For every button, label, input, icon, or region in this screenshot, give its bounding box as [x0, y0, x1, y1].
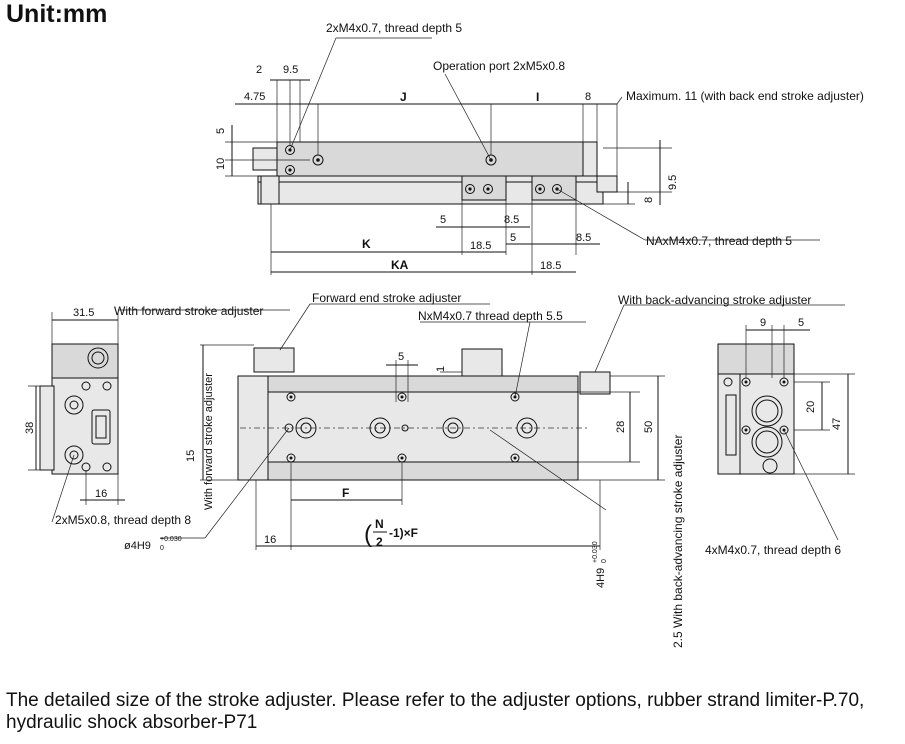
- dim-20: 20: [805, 401, 817, 413]
- callout-with-forward-adjuster: With forward stroke adjuster: [114, 304, 263, 318]
- svg-text:(: (: [364, 521, 372, 548]
- formula-n-over-2: ( N 2 -1)×F: [364, 517, 418, 549]
- dim-18-5-b: 18.5: [540, 260, 561, 272]
- dim-9-5-right: 9.5: [667, 175, 679, 190]
- dim-f: F: [342, 486, 349, 500]
- dim-8-5-b: 8.5: [576, 232, 591, 244]
- callout-2xm4-top: 2xM4x0.7, thread depth 5: [326, 21, 462, 35]
- dim-50: 50: [643, 421, 655, 433]
- callout-maximum-11: Maximum. 11 (with back end stroke adjust…: [626, 89, 864, 103]
- footer-note: The detailed size of the stroke adjuster…: [6, 690, 865, 733]
- formula-n: N: [375, 517, 384, 531]
- dim-5-front: 5: [398, 351, 404, 363]
- vertical-back-advancing: 2.5 With back-advancing stroke adjuster: [671, 435, 685, 648]
- dim-2: 2: [256, 64, 262, 76]
- dim-i: I: [536, 90, 539, 104]
- dim-18-5-a: 18.5: [470, 240, 491, 252]
- formula-rest: -1)×F: [389, 526, 418, 540]
- dim-28: 28: [615, 421, 627, 433]
- dim-4-75: 4.75: [244, 91, 265, 103]
- dim-9-right: 9: [760, 317, 766, 329]
- dim-31-5: 31.5: [73, 307, 94, 319]
- right-view: 9 5 20 47 4xM4x0.7, thread depth 6: [705, 317, 855, 557]
- dim-k: K: [362, 237, 371, 251]
- callout-back-advancing: With back-advancing stroke adjuster: [618, 293, 811, 307]
- dim-1-front: 1: [435, 366, 447, 372]
- callout-2xm5-port: 2xM5x0.8, thread depth 8: [55, 513, 191, 527]
- top-view: 2xM4x0.7, thread depth 5 Operation port …: [215, 21, 864, 275]
- formula-2: 2: [376, 535, 383, 549]
- tol-left-upper: +0.030: [160, 536, 182, 543]
- dim-15: 15: [185, 450, 197, 462]
- callout-forward-end: Forward end stroke adjuster: [312, 291, 461, 305]
- dim-j: J: [400, 90, 407, 104]
- unit-label: Unit:mm: [6, 0, 108, 28]
- front-view: Forward end stroke adjuster NxM4x0.7 thr…: [124, 291, 845, 648]
- callout-4xm4-thread: 4xM4x0.7, thread depth 6: [705, 543, 841, 557]
- callout-na-thread: NAxM4x0.7, thread depth 5: [646, 234, 792, 248]
- tol-left-prefix: ø4H9: [124, 540, 151, 552]
- top-view-holes: [285, 145, 562, 194]
- dim-38: 38: [24, 422, 36, 434]
- dim-16-left: 16: [95, 488, 107, 500]
- callout-nx-thread: NxM4x0.7 thread depth 5.5: [418, 309, 563, 323]
- dim-10: 10: [215, 158, 227, 170]
- dim-5-b: 5: [510, 232, 516, 244]
- dim-5-right: 5: [798, 317, 804, 329]
- dim-8-right: 8: [643, 197, 655, 203]
- dim-5-a: 5: [440, 214, 446, 226]
- dim-9-5: 9.5: [283, 64, 298, 76]
- left-view: 31.5 With forward stroke adjuster 38 16 …: [24, 304, 290, 527]
- front-view-holes: [284, 392, 538, 463]
- tol-left-lower: 0: [160, 545, 164, 552]
- tol-right-prefix: 4H9: [595, 568, 607, 588]
- dim-8-5-a: 8.5: [504, 214, 519, 226]
- tol-right-lower: 0: [601, 559, 608, 563]
- top-view-body: [276, 141, 598, 177]
- dim-47: 47: [831, 418, 843, 430]
- dim-5-left: 5: [215, 128, 227, 134]
- callout-operation-port: Operation port 2xM5x0.8: [433, 59, 565, 73]
- dim-16-front: 16: [264, 534, 276, 546]
- tol-right-upper: +0.030: [592, 541, 599, 563]
- dim-8-top: 8: [585, 91, 591, 103]
- vertical-forward-adjuster: With forward stroke adjuster: [203, 373, 215, 510]
- dim-ka: KA: [391, 258, 409, 272]
